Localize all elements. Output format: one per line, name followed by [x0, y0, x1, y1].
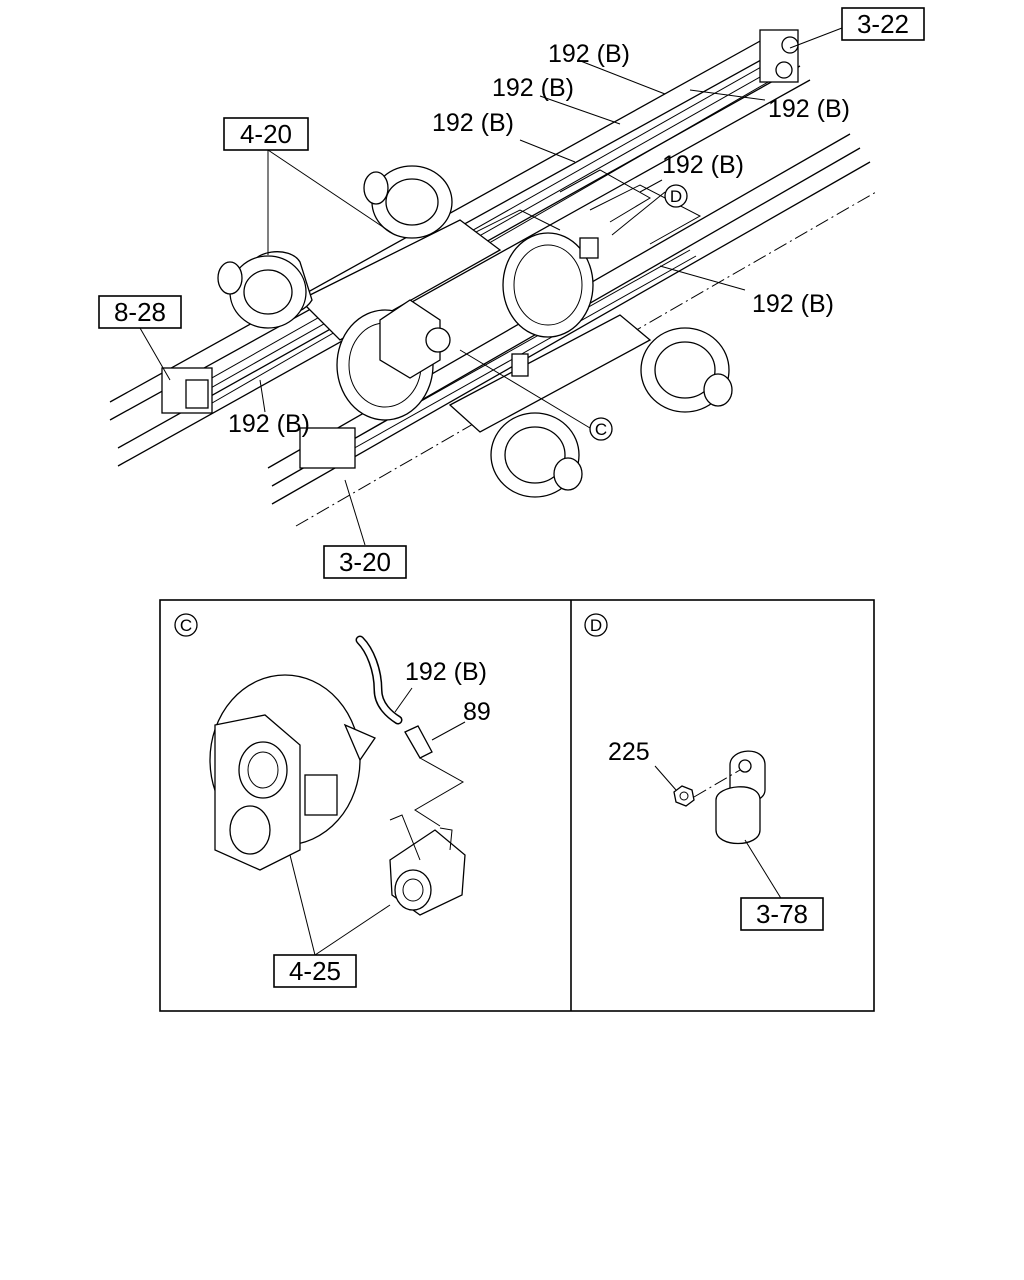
ref-box-8-28[interactable]: 8-28: [98, 295, 182, 329]
detail-panel: [159, 599, 875, 1012]
ref-label: 4-25: [289, 956, 341, 986]
front-axle: [217, 165, 502, 341]
ref-box-3-22[interactable]: 3-22: [841, 7, 925, 41]
differential: [336, 232, 594, 421]
ref-box-4-20[interactable]: 4-20: [223, 117, 309, 151]
detail-marker-letter: C: [180, 616, 192, 635]
detail-d: D 225 3-78: [584, 613, 824, 931]
detail-marker-c[interactable]: C: [589, 417, 613, 441]
detail-marker-letter: C: [595, 420, 607, 439]
axle-housing-drawing: [209, 674, 376, 871]
detail-marker-d[interactable]: D: [664, 184, 688, 208]
actuator-drawing: [389, 814, 466, 916]
ref-box-3-78[interactable]: 3-78: [740, 897, 824, 931]
clip-drawing: [715, 750, 766, 844]
ref-label: 8-28: [114, 297, 166, 327]
nut-drawing: [673, 785, 695, 807]
ref-box-3-20[interactable]: 3-20: [323, 545, 407, 579]
detail-marker-letter: D: [590, 616, 602, 635]
ref-label: 3-78: [756, 899, 808, 929]
valve-brackets: [161, 29, 799, 469]
rear-axle: [448, 314, 733, 498]
part-label: 192 (B): [432, 109, 514, 137]
part-label: 192 (B): [662, 151, 744, 179]
part-label: 192 (B): [768, 95, 850, 123]
part-label: 192 (B): [405, 658, 487, 686]
detail-d-marker: D: [584, 613, 608, 637]
detail-marker-letter: D: [670, 187, 682, 206]
detail-c-marker: C: [174, 613, 198, 637]
ref-box-4-25[interactable]: 4-25: [273, 954, 357, 988]
part-label: 192 (B): [548, 40, 630, 68]
detail-c: C 192 (B) 89: [174, 613, 491, 988]
ref-label: 4-20: [240, 119, 292, 149]
part-label: 192 (B): [752, 290, 834, 318]
part-label: 192 (B): [228, 410, 310, 438]
leader-lines: [139, 27, 843, 546]
part-label: 225: [608, 738, 650, 766]
ref-label: 3-22: [857, 9, 909, 39]
part-label: 192 (B): [492, 74, 574, 102]
part-label: 89: [463, 698, 491, 726]
ref-label: 3-20: [339, 547, 391, 577]
